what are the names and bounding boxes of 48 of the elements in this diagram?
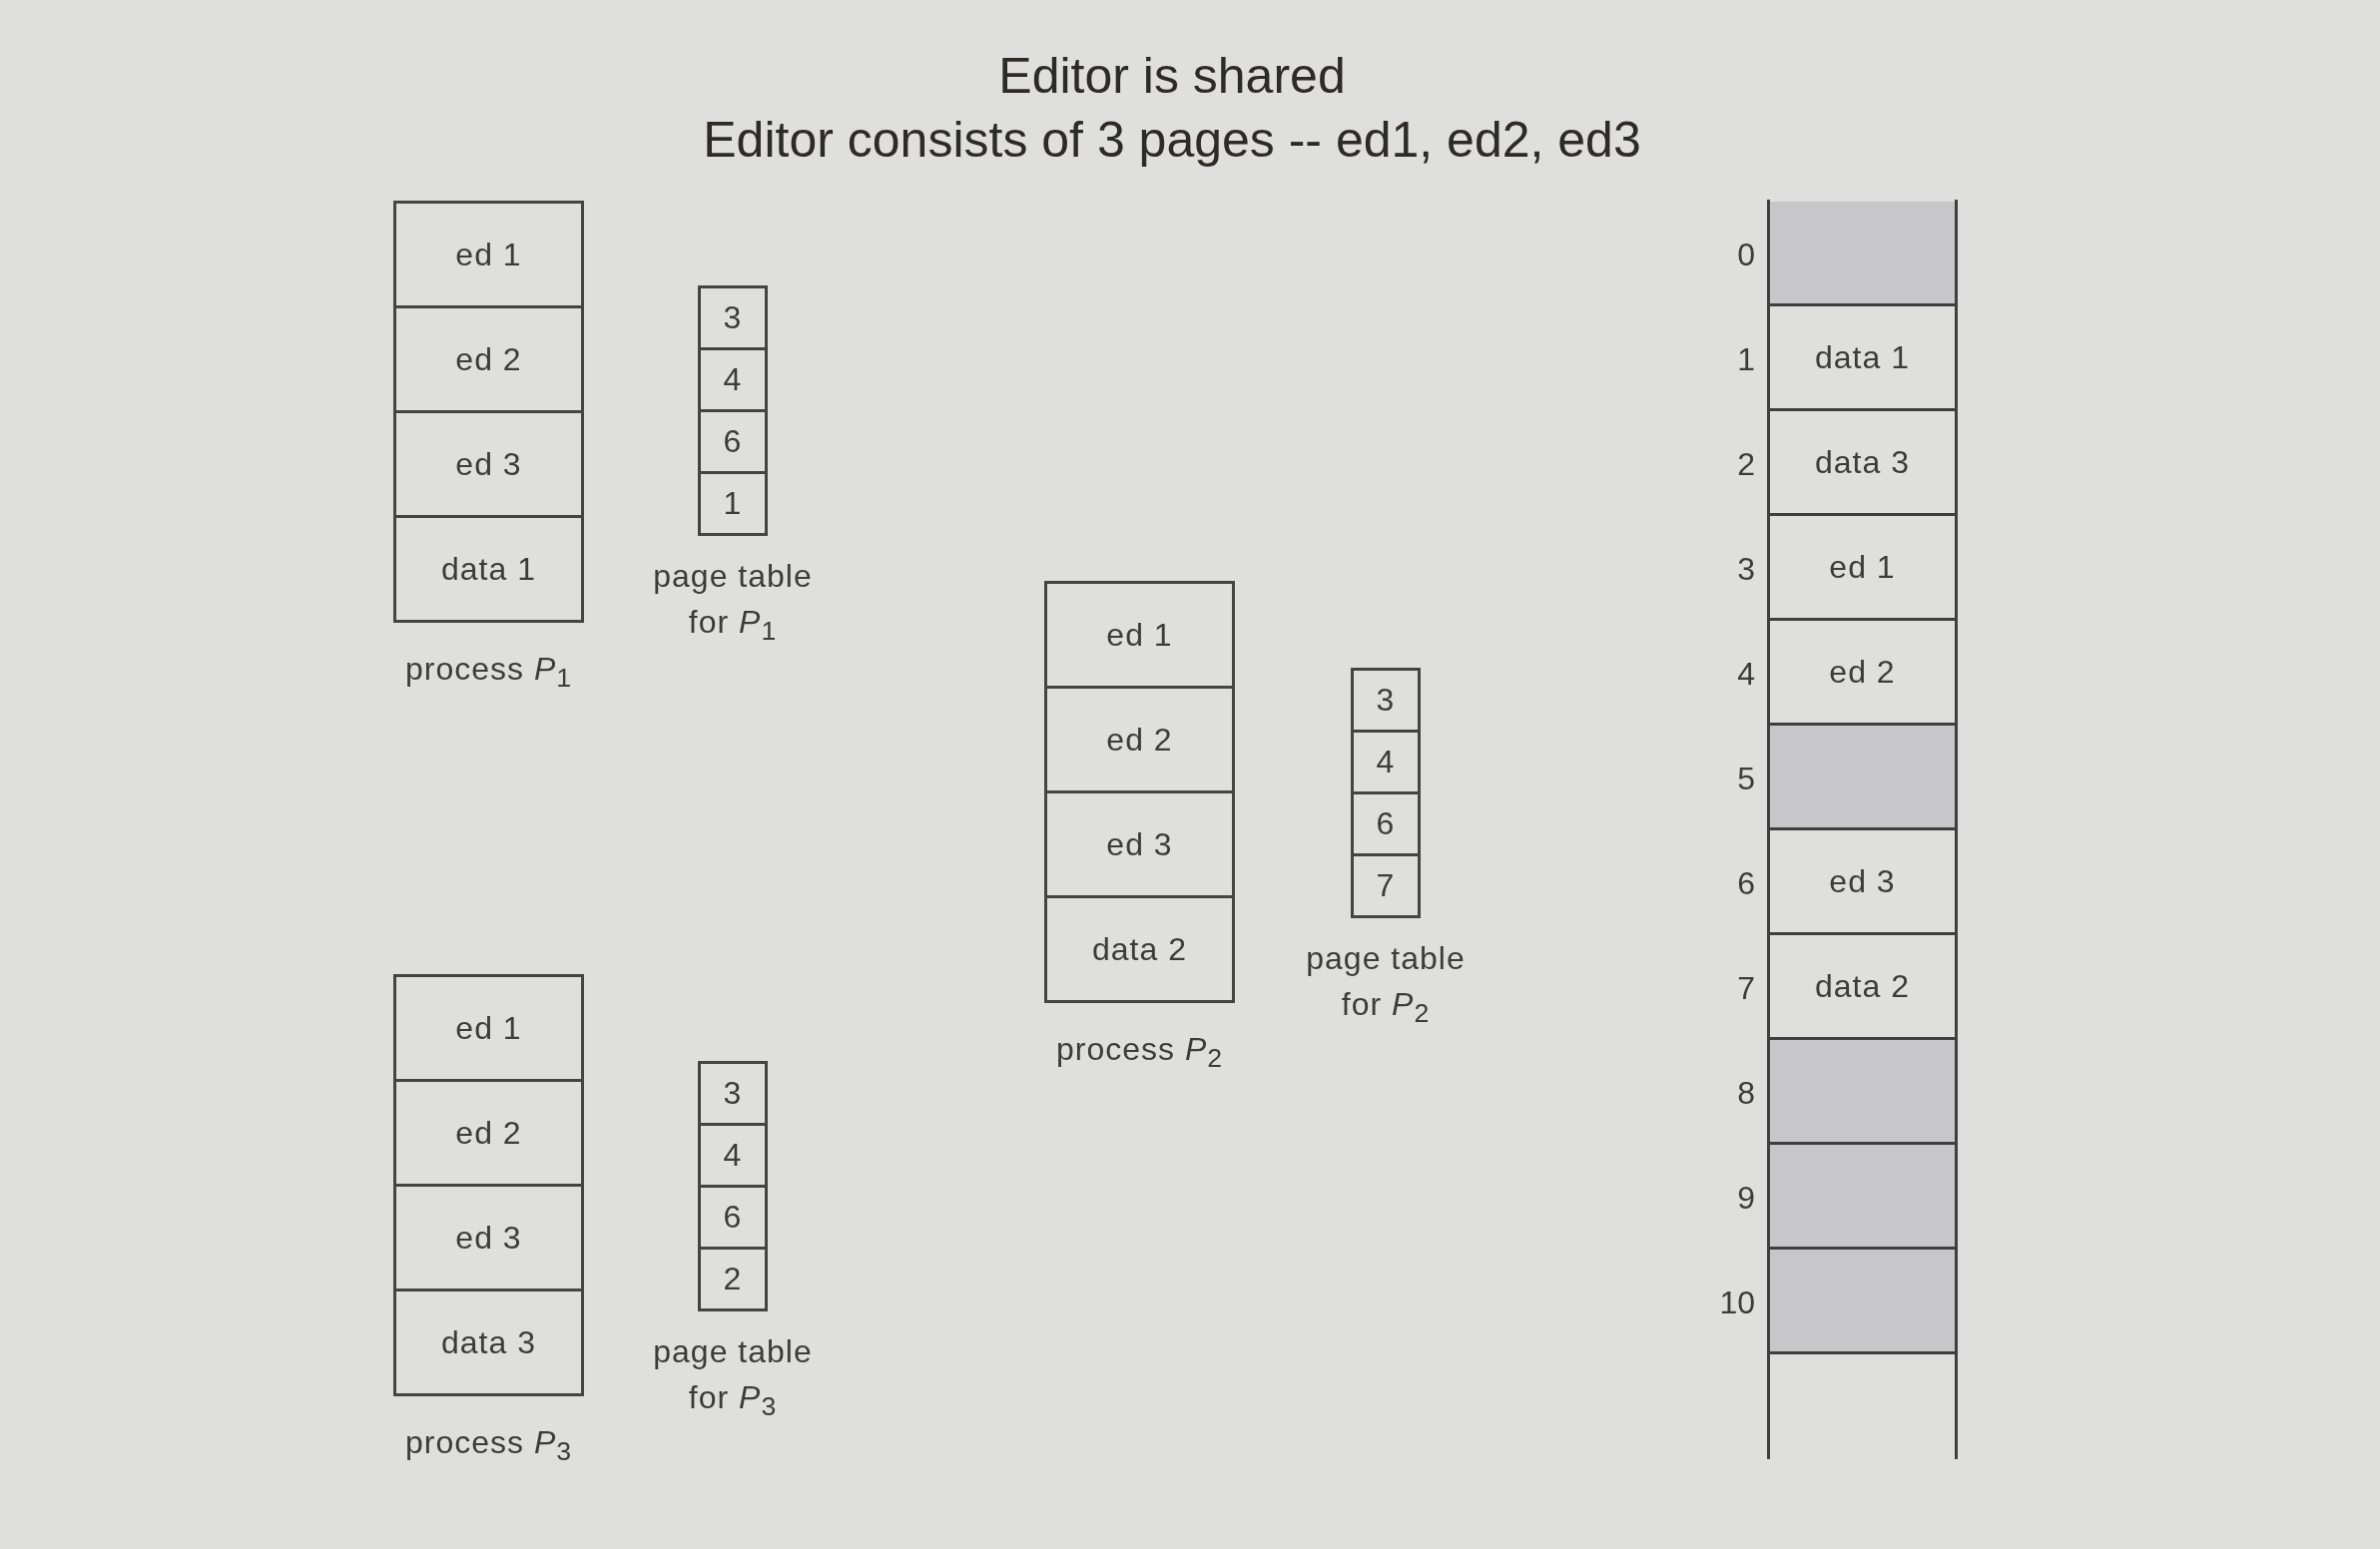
- logical-page: ed 2: [393, 1079, 584, 1187]
- frame-number: 6: [1737, 864, 1755, 901]
- page-table-entry: 6: [698, 409, 768, 474]
- frame-number: 9: [1737, 1179, 1755, 1216]
- memory-frame: [1767, 1040, 1958, 1145]
- logical-page: ed 1: [1044, 581, 1235, 689]
- logical-page: ed 3: [1044, 790, 1235, 898]
- page-table-entry: 3: [698, 1061, 768, 1126]
- frame-number: 8: [1737, 1074, 1755, 1111]
- logical-page: ed 3: [393, 410, 584, 518]
- page-table-label: page table for P$_{2}$: [1305, 939, 1467, 1031]
- frame-number: 5: [1737, 760, 1755, 796]
- frame-number: 1: [1737, 340, 1755, 377]
- frame-number: 3: [1737, 550, 1755, 587]
- frame-number: 10: [1719, 1284, 1755, 1320]
- memory-frame: [1767, 202, 1958, 306]
- logical-page: ed 2: [1044, 686, 1235, 793]
- page-table-entry: 4: [1351, 730, 1421, 794]
- page-table-entry: 3: [698, 285, 768, 350]
- title: Editor is shared: [998, 47, 1346, 106]
- page-table-entry: 1: [698, 471, 768, 536]
- memory-frame: [1767, 1250, 1958, 1354]
- page-table-entry: 2: [698, 1247, 768, 1311]
- frame-number: 2: [1737, 445, 1755, 482]
- page-table-entry: 4: [698, 347, 768, 412]
- frame-number: 7: [1737, 969, 1755, 1006]
- memory-frame: [1767, 726, 1958, 830]
- page-table-label: page table for P$_{3}$: [652, 1332, 814, 1424]
- page-table-entry: 6: [698, 1185, 768, 1250]
- logical-page: data 1: [393, 515, 584, 623]
- logical-page: ed 1: [393, 201, 584, 308]
- process-label: process P$_{2}$: [1054, 1030, 1225, 1076]
- page-table-entry: 4: [698, 1123, 768, 1188]
- logical-page: ed 1: [393, 974, 584, 1082]
- frame-number: 0: [1737, 236, 1755, 272]
- logical-page: ed 2: [393, 305, 584, 413]
- process-label: process P$_{1}$: [403, 650, 574, 696]
- page-table-entry: 6: [1351, 791, 1421, 856]
- logical-page: data 2: [1044, 895, 1235, 1003]
- page-table-label: page table for P$_{1}$: [652, 557, 814, 649]
- subtitle: Editor consists of 3 pages -- ed1, ed2, ed3: [703, 111, 1641, 170]
- page-table-entry: 3: [1351, 668, 1421, 733]
- page-table-entry: 7: [1351, 853, 1421, 918]
- frame-number: 4: [1737, 655, 1755, 692]
- memory-frame: [1767, 1145, 1958, 1250]
- process-label: process P$_{3}$: [403, 1423, 574, 1469]
- logical-page: data 3: [393, 1289, 584, 1396]
- logical-page: ed 3: [393, 1184, 584, 1291]
